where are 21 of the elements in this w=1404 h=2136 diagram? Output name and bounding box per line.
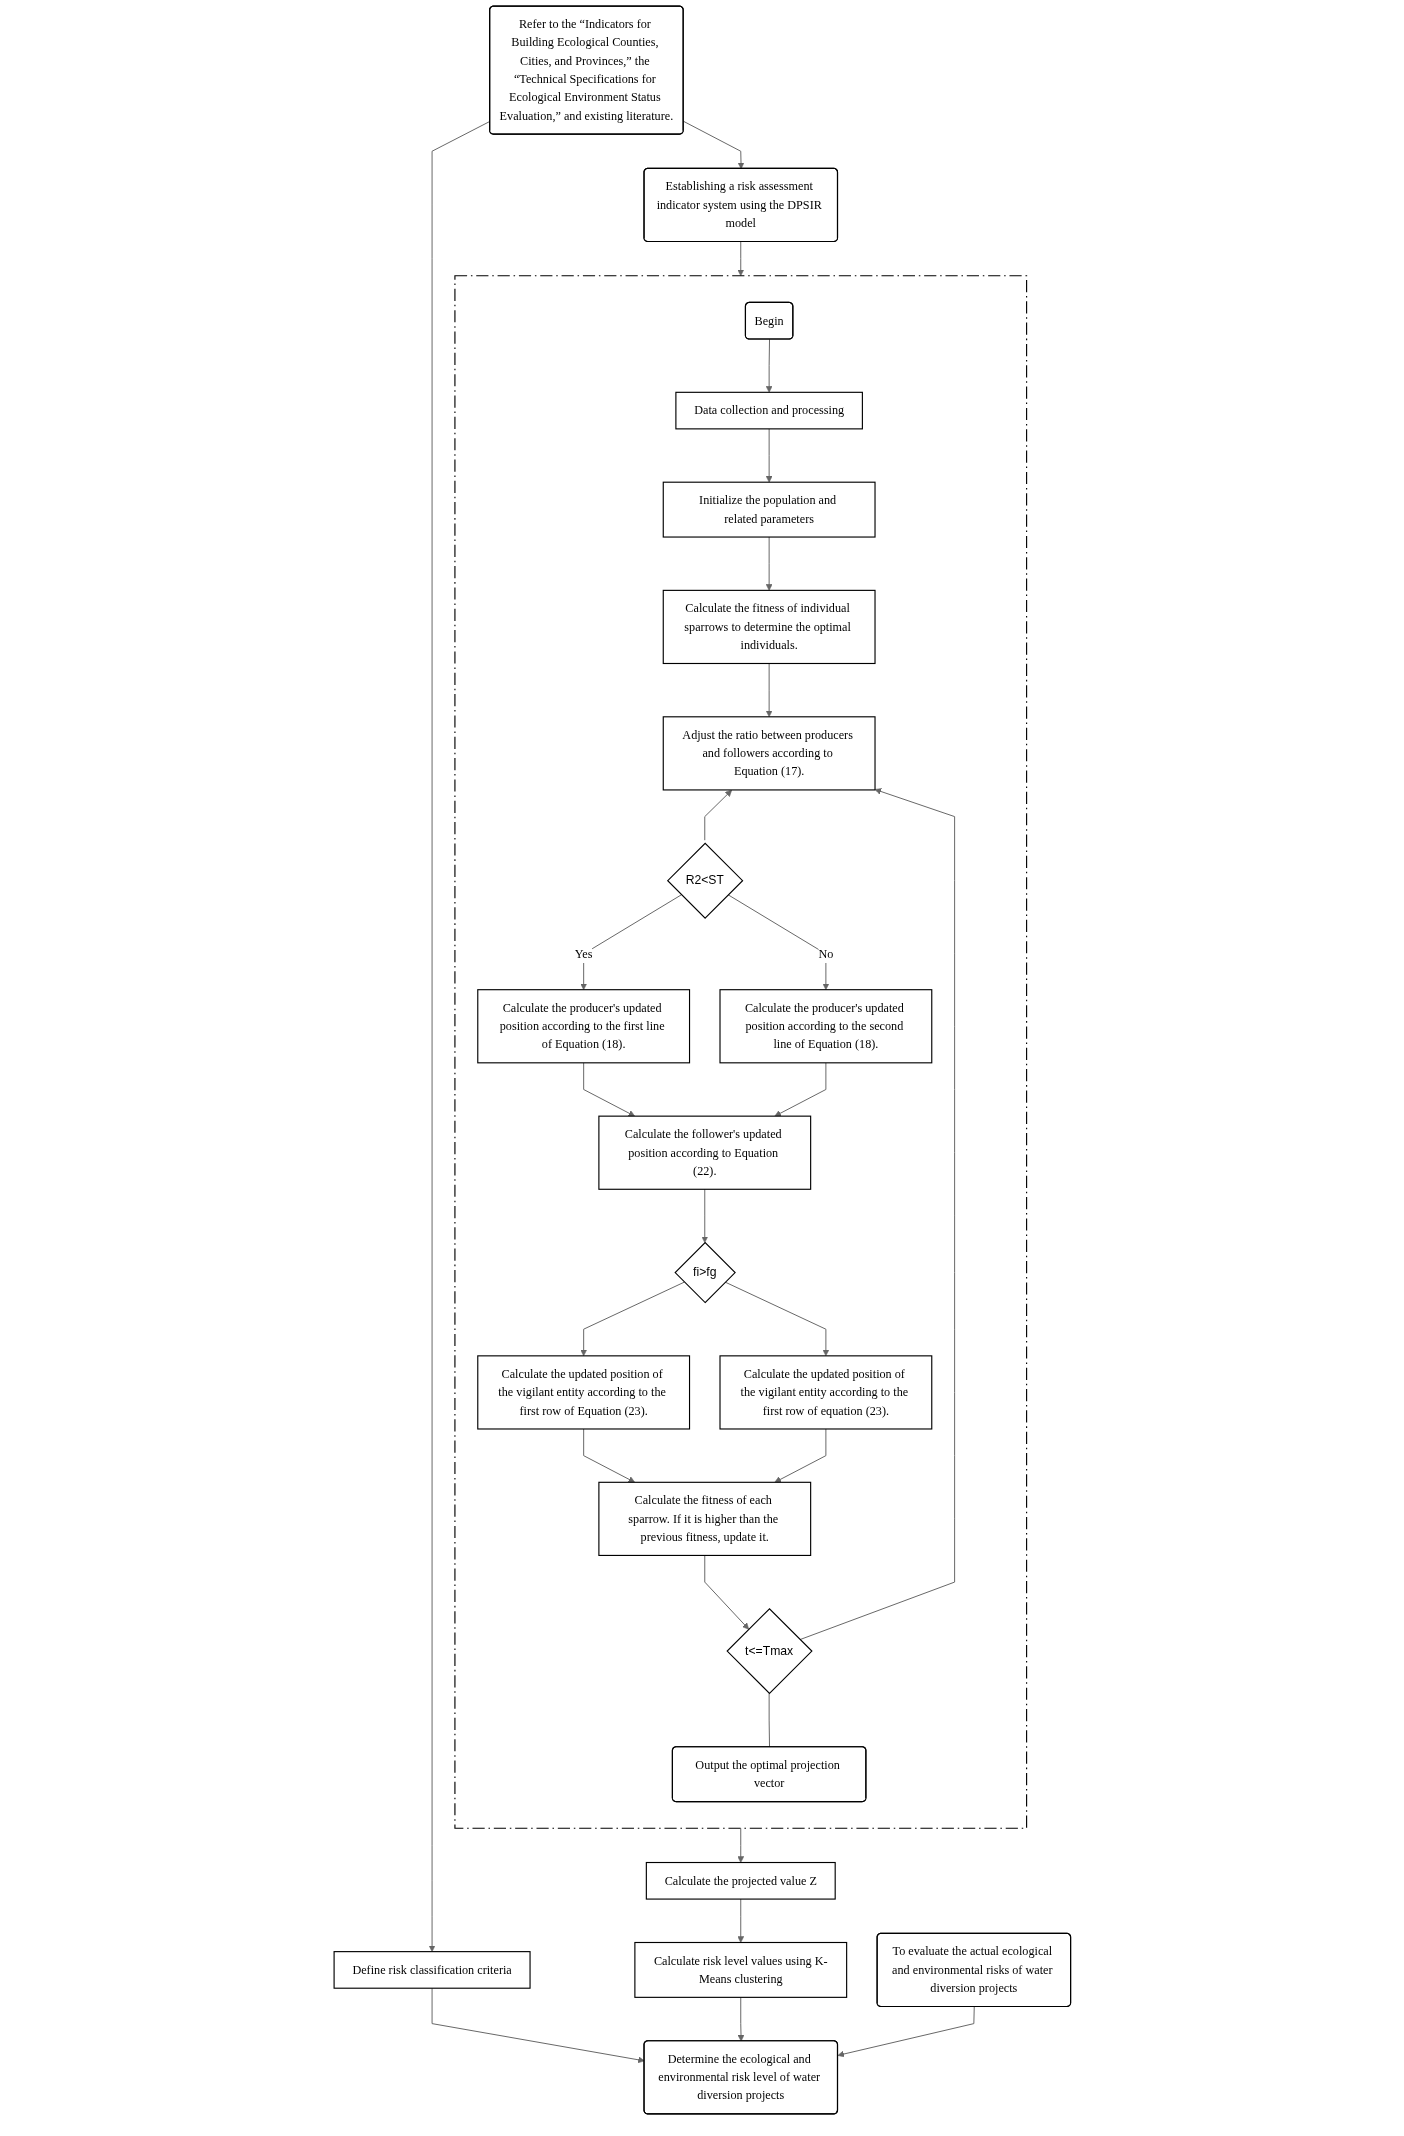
edge-label: Yes bbox=[574, 947, 593, 960]
node-box: Calculate the updated position of the vigilant entity according to the first row of equation (23). bbox=[719, 1355, 932, 1430]
node-box: Calculate the updated position of the vigilant entity according to the first row of Equation (23). bbox=[476, 1355, 690, 1430]
arrow bbox=[703, 1554, 749, 1630]
node-box: Define risk classification criteria bbox=[333, 1951, 531, 1989]
node-box: Calculate the follower's updated position according to Equation (22). bbox=[597, 1115, 811, 1190]
node-box: Calculate the producer's updated position according to the second line of Equation (18). bbox=[719, 989, 932, 1064]
edge-label: No bbox=[818, 947, 833, 960]
node-diamond: R2<ST bbox=[666, 842, 744, 919]
node-box: Calculate the fitness of each sparrow. If it is higher than the previous fitness, update it. bbox=[597, 1481, 811, 1556]
node-box: Calculate risk level values using K-Means clustering bbox=[633, 1941, 847, 1998]
cluster bbox=[454, 275, 1027, 1829]
connector bbox=[768, 1692, 770, 1748]
node-box: Data collection and processing bbox=[674, 391, 863, 430]
node-box: Adjust the ratio between producers and followers according to Equation (17). bbox=[662, 716, 876, 791]
node-box: Initialize the population and related parameters bbox=[662, 481, 876, 538]
node-box: Calculate the projected value Z bbox=[645, 1861, 836, 1900]
node-box: Calculate the producer's updated position according to the first line of Equation (18). bbox=[476, 989, 690, 1064]
node-diamond: fi>fg bbox=[674, 1241, 736, 1304]
node-box: Calculate the fitness of individual sparrows to determine the optimal individuals. bbox=[662, 589, 876, 665]
node-diamond: t<=Tmax bbox=[726, 1607, 813, 1695]
